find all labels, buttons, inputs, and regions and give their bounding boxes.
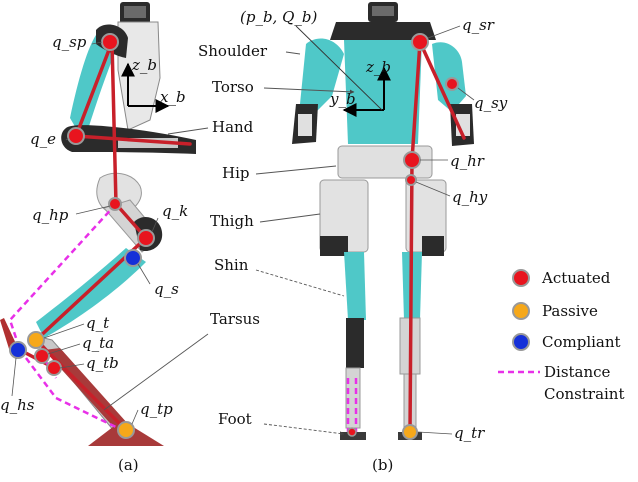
base-frame-a: z_b x_b <box>121 56 186 113</box>
part-label-hand: Hand <box>212 118 254 136</box>
label-q-hy: q_hy <box>452 188 488 206</box>
part-label-foot: Foot <box>218 410 252 428</box>
part-label-hip: Hip <box>222 164 249 182</box>
legend-compliant-label: Compliant <box>542 333 621 351</box>
legend-constraint-label-2: Constraint <box>544 385 625 403</box>
frame-z-label-b: z_b <box>365 58 391 76</box>
label-q-tb: q_tb <box>86 354 119 372</box>
joints-b <box>347 33 459 440</box>
joint-hs <box>9 341 27 359</box>
panel-b-front-view: z_b y_b (p_b, Q_b) q_sr q_sy q_hr q_hy q… <box>240 2 508 474</box>
joint-t <box>27 331 45 349</box>
forearm-a-panel <box>118 138 178 148</box>
base-pose-pointer <box>295 25 383 111</box>
label-q-e: q_e <box>30 130 56 148</box>
tarsus-pointer <box>103 333 209 411</box>
panel-b-caption: (b) <box>372 456 393 474</box>
frame-z-label-a: z_b <box>131 56 157 74</box>
label-q-k: q_k <box>162 202 188 220</box>
legend-passive-label: Passive <box>542 302 598 320</box>
shin-pointer <box>255 269 345 297</box>
joint-tr <box>402 424 418 440</box>
base-pose-label: (p_b, Q_b) <box>240 8 317 26</box>
joint-leaders-b <box>415 25 475 435</box>
torso-pointer <box>263 87 355 95</box>
distance-constraint-b <box>346 378 358 432</box>
label-q-s: q_s <box>154 280 179 298</box>
legend-compliant-marker <box>512 333 530 351</box>
part-label-thigh: Thigh <box>210 212 254 230</box>
label-q-hs: q_hs <box>0 396 35 414</box>
joint-hy <box>405 174 417 186</box>
head-a-visor <box>124 6 146 18</box>
hip-pointer <box>255 165 337 175</box>
joint-left-foot-b <box>347 427 357 437</box>
label-q-t: q_t <box>86 314 110 332</box>
legend-actuated-marker <box>512 269 530 287</box>
left-ankle-b <box>346 318 364 368</box>
panel-a-side-view: z_b x_b q_sp q_e q_hp q_k q_s q_t q_ta q… <box>0 2 197 474</box>
joint-s <box>124 249 142 267</box>
panel-a-caption: (a) <box>118 456 139 474</box>
label-q-ta: q_ta <box>82 334 114 352</box>
shoulder-pointer <box>285 51 301 55</box>
part-label-torso: Torso <box>212 78 254 96</box>
legend-passive-marker <box>512 302 530 320</box>
foot-pointer <box>263 423 345 436</box>
part-label-shin: Shin <box>214 256 249 274</box>
legend: Actuated Passive Compliant Distance Cons… <box>498 269 625 403</box>
frame-y-label-b: y_b <box>329 90 356 108</box>
part-label-shoulder: Shoulder <box>198 42 268 60</box>
joint-tb <box>46 360 62 376</box>
head-b-visor <box>372 6 394 16</box>
joint-tp <box>117 421 135 439</box>
frame-x-label-a: x_b <box>160 88 186 106</box>
label-q-sp: q_sp <box>52 33 87 51</box>
joint-sp <box>101 33 119 51</box>
thigh-pointer <box>259 213 321 223</box>
joint-hp <box>108 197 122 211</box>
right-knee-b <box>422 236 444 256</box>
joint-leaders-a <box>11 41 159 425</box>
legend-actuated-label: Actuated <box>541 269 611 287</box>
left-forearm-panel-b <box>298 114 312 136</box>
joint-ta <box>34 348 50 364</box>
label-q-hp: q_hp <box>32 206 69 224</box>
legend-constraint-label-1: Distance <box>544 363 611 381</box>
base-frame-b: z_b y_b <box>329 58 391 117</box>
joint-labels-a: q_sp q_e q_hp q_k q_s q_t q_ta q_tb q_hs… <box>0 33 188 418</box>
joint-labels-b: q_sr q_sy q_hr q_hy q_tr <box>450 16 508 442</box>
label-q-tr: q_tr <box>454 424 485 442</box>
label-q-sr: q_sr <box>462 16 495 34</box>
kinematic-links-b <box>408 40 466 434</box>
joint-hr <box>403 151 421 169</box>
label-q-sy: q_sy <box>474 94 508 112</box>
joint-k <box>137 229 155 247</box>
left-upper-arm-b <box>300 38 344 112</box>
joint-sr <box>411 33 429 51</box>
left-knee-b <box>320 236 348 256</box>
hand-pointer <box>167 127 209 135</box>
part-label-tarsus: Tarsus <box>210 310 260 328</box>
joints-a <box>9 33 155 439</box>
joint-e <box>67 127 85 145</box>
joint-sy <box>445 77 459 91</box>
label-q-tp: q_tp <box>140 400 173 418</box>
right-upper-arm-b <box>432 42 466 112</box>
part-labels: Hand Shoulder Torso Hip Thigh Shin Tarsu… <box>103 42 355 436</box>
left-shin-b <box>344 252 366 320</box>
label-q-hr: q_hr <box>450 152 485 170</box>
shoulder-bar-b <box>330 22 436 40</box>
